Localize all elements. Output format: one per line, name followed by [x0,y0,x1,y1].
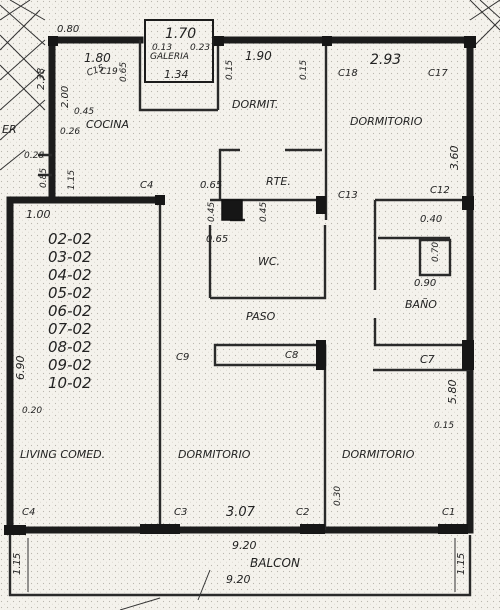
door-jambs-left [38,153,52,177]
dim-085: 0.85 [39,168,49,188]
dim-015-b: 0.15 [299,60,309,80]
date-item: 05-02 [48,284,92,302]
column-label-c12: C12 [430,185,450,196]
dim-026: 0.26 [60,127,80,137]
room-label-dormitorio-s1: DORMITORIO [178,448,251,461]
dim-020: 0.20 [22,406,42,416]
room-label-wc: WC. [258,255,280,268]
date-item: 03-02 [48,248,92,266]
column-label-c8: C8 [285,350,298,361]
dim-307: 3.07 [226,505,256,520]
date-item: 07-02 [48,320,92,338]
room-label-dormitorio-ne: DORMITORIO [350,115,423,128]
dim-023: 0.23 [190,43,210,53]
dim-030: 0.30 [333,486,343,506]
room-label-dormitorio-s2: DORMITORIO [342,448,415,461]
dim-690: 6.90 [14,356,27,381]
dim-920-a: 9.20 [232,539,257,552]
dim-180: 1.80 [84,51,111,65]
dim-920-b: 9.20 [226,573,251,586]
dim-115-a: 1.15 [67,170,77,190]
room-label-paso: PASO [246,310,276,323]
dim-070: 0.70 [431,242,441,262]
dim-065-a: 0.65 [119,62,129,82]
dim-170: 1.70 [165,26,196,42]
site-hatching-left [0,0,46,171]
dim-080: 0.80 [57,24,79,35]
dim-293: 2.93 [370,52,401,68]
date-item: 06-02 [48,302,92,320]
balcony-railing [8,535,472,597]
leader-line [197,569,211,601]
column-label-c9: C9 [176,352,189,363]
date-item: 08-02 [48,338,92,356]
date-list: 02-02 03-02 04-02 05-02 06-02 07-02 08-0… [48,230,92,392]
dim-015-a: 0.15 [225,60,235,80]
column-label-c13: C13 [338,190,358,201]
dim-360: 3.60 [448,146,461,171]
exterior-walls [6,36,474,534]
room-label-rte: RTE. [266,175,291,188]
date-item: 04-02 [48,266,92,284]
interior-walls [138,40,470,530]
dim-200: 2.00 [60,86,71,108]
dim-045-c: 0.45 [259,202,269,222]
room-label-galeria: GALERIA [150,52,189,62]
column-label-c18: C18 [338,68,358,79]
dim-100: 1.00 [26,208,51,221]
column-label-c4-bottom: C4 [22,507,35,518]
dim-115-b: 1.15 [12,553,23,575]
dim-090: 0.90 [414,278,436,289]
north-arrow-stub [119,597,161,610]
dim-190: 1.90 [245,49,272,63]
column-label-c7: C7 [420,353,435,366]
structural-columns [4,36,476,535]
dim-028: 0.28 [24,151,44,161]
dim-115-c: 1.15 [456,553,467,575]
date-item: 10-02 [48,374,92,392]
room-label-er: ER [2,123,17,136]
dim-238: 2.38 [36,68,47,90]
galeria-box [144,19,214,83]
dim-065-b: 0.65 [200,180,222,191]
dim-580: 5.80 [446,380,459,405]
room-label-dormit: DORMIT. [232,98,278,111]
dim-013: 0.13 [152,43,172,53]
room-label-bano: BAÑO [405,298,437,311]
date-item: 02-02 [48,230,92,248]
column-label-c17: C17 [428,68,448,79]
room-label-cocina: COCINA [86,118,129,131]
dim-134: 1.34 [164,68,189,81]
column-label-c3: C3 [174,507,187,518]
dim-065-c: 0.65 [206,234,228,245]
room-label-balcon: BALCON [250,556,300,570]
date-item: 09-02 [48,356,92,374]
room-label-living: LIVING COMED. [20,448,105,461]
column-label-c1: C1 [442,507,455,518]
dim-015-c: 0.15 [434,421,454,431]
dim-040: 0.40 [420,214,442,225]
column-label-c19: C19 [100,67,118,77]
dim-045-b: 0.45 [207,202,217,222]
dim-045-a: 0.45 [74,107,94,117]
column-label-c2: C2 [296,507,309,518]
column-label-c4-top: C4 [140,180,153,191]
